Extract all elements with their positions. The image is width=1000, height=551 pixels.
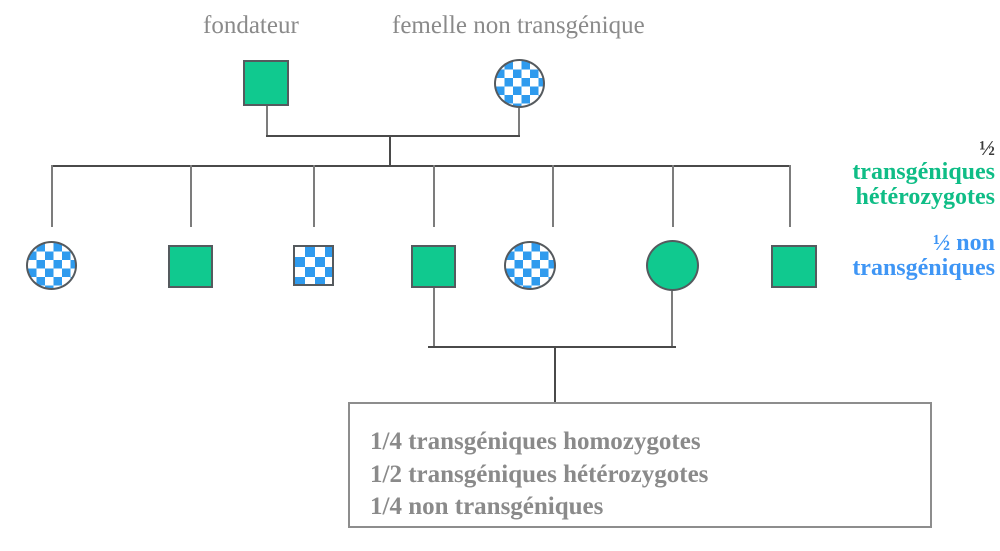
female-drop-line	[518, 108, 520, 136]
child-6-mating-drop	[671, 291, 673, 347]
outcome-line-1: 1/4 transgéniques homozygotes	[370, 428, 701, 455]
outcome-line-3: 1/4 non transgéniques	[370, 493, 604, 520]
founder-drop-line	[266, 106, 268, 136]
child-1-drop-line	[51, 165, 53, 227]
legend-non-transgenic-line1: non	[956, 230, 995, 256]
legend-non-transgenic-fraction: ½	[933, 230, 951, 255]
child-7-square-green	[771, 245, 817, 288]
child-4-mating-drop	[433, 288, 435, 347]
non-transgenic-female-label: femelle non transgénique	[392, 12, 645, 39]
child-1-circle-checker	[26, 241, 77, 290]
founder-male-square	[243, 60, 289, 106]
legend-heterozygous-fraction: ½	[979, 136, 995, 160]
outcome-line-2: 1/2 transgéniques hétérozygotes	[370, 460, 709, 488]
child-2-square-green	[168, 245, 213, 288]
child-4-square-green	[411, 245, 456, 288]
sibship-drop-gen1	[389, 135, 391, 167]
child-3-drop-line	[313, 165, 315, 227]
child-6-circle-green	[646, 240, 699, 291]
founder-label: fondateur	[203, 12, 299, 39]
mating-line-gen1	[266, 135, 520, 137]
child-3-square-checker	[293, 245, 334, 286]
offspring-drop-gen2	[554, 346, 556, 402]
child-2-drop-line	[190, 165, 192, 227]
sibship-line-gen2	[51, 165, 790, 167]
legend-heterozygous-line2: hétérozygotes	[855, 183, 996, 210]
child-7-drop-line	[789, 165, 791, 227]
legend-non-transgenic-line2: transgéniques	[852, 254, 995, 281]
legend-heterozygous-line1: transgéniques	[852, 158, 995, 185]
offspring-outcome-box: 1/4 transgéniques homozygotes 1/2 transg…	[348, 402, 932, 528]
child-4-drop-line	[433, 165, 435, 227]
non-transgenic-female-circle	[494, 59, 545, 108]
child-6-drop-line	[672, 165, 674, 227]
legend-heterozygous: ½ transgéniques hétérozygotes	[852, 136, 996, 210]
offspring-outcome-list: 1/4 transgéniques homozygotes 1/2 transg…	[370, 426, 708, 524]
child-5-circle-checker	[504, 241, 556, 290]
mating-line-gen2	[428, 346, 676, 348]
child-5-drop-line	[552, 165, 554, 227]
legend-non-transgenic: ½ non transgéniques	[852, 231, 995, 281]
